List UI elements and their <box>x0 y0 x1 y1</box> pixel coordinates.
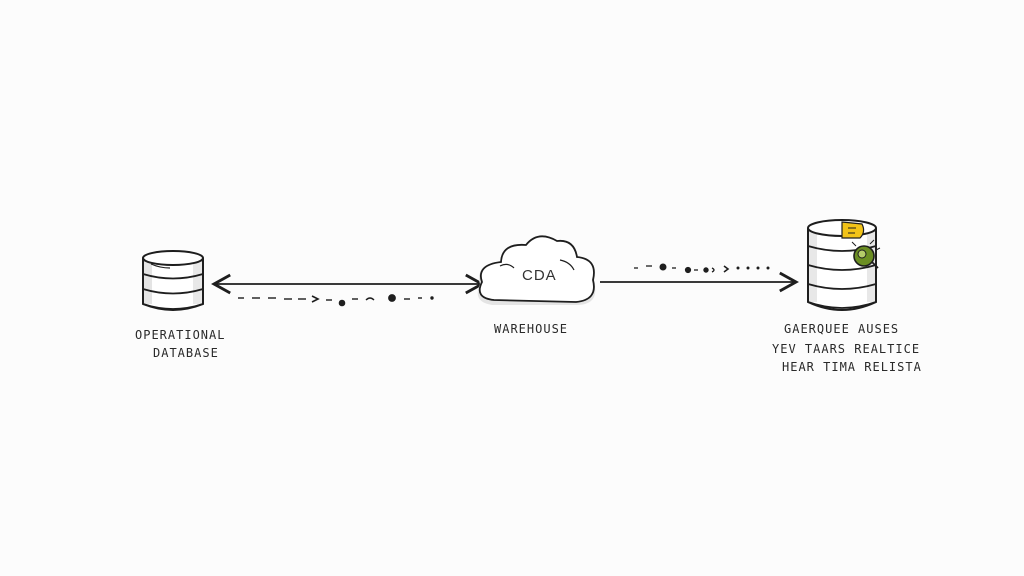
data-flow-dots-left <box>238 294 434 307</box>
operational-db-label-line1: OPERATIONAL <box>135 328 226 342</box>
analytics-db-label-line1: GAERQUEE AUSES <box>784 322 900 336</box>
cloud-label: CDA <box>522 267 557 284</box>
analytics-db-label-line3: HEAR TIMA RELISTA <box>782 360 922 374</box>
operational-database-icon <box>142 250 204 311</box>
analytics-db-label-line2: YEV TAARS REALTICE <box>772 342 921 356</box>
cloud-warehouse-icon <box>477 235 596 305</box>
operational-db-label-line2: DATABASE <box>153 346 219 360</box>
green-inspect-icon <box>851 239 881 269</box>
warehouse-label: WAREHOUSE <box>494 322 569 336</box>
data-flow-dots-right <box>634 263 770 274</box>
yellow-highlight-icon <box>841 221 865 239</box>
